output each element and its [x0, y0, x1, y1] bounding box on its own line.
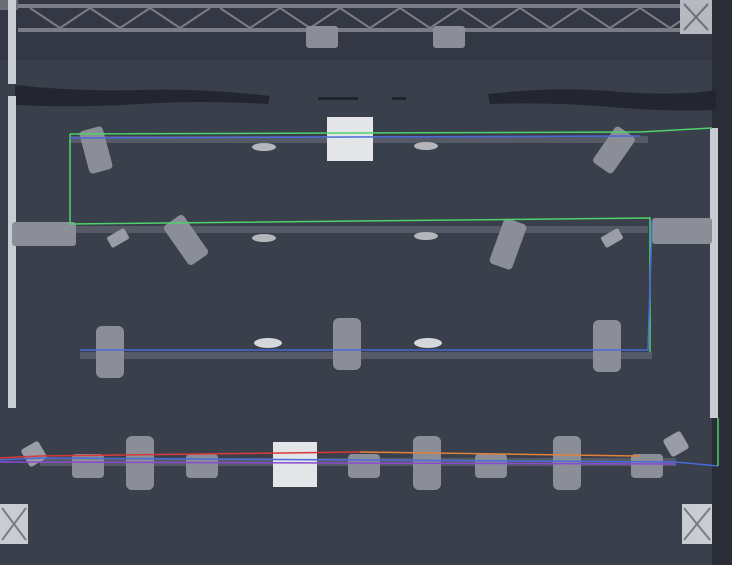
spotlight-icon[interactable]: [592, 125, 637, 175]
dimmer-box-icon[interactable]: [273, 442, 317, 487]
border-curtain-left: [15, 85, 270, 107]
par-can-icon[interactable]: [72, 454, 104, 478]
electric-3[interactable]: [80, 318, 652, 378]
boom-left[interactable]: [8, 96, 16, 408]
border-curtain-right: [488, 89, 716, 111]
boom-left[interactable]: [8, 0, 16, 84]
spotlight-icon[interactable]: [20, 440, 47, 467]
spotlight-icon[interactable]: [162, 213, 209, 266]
par-can-icon[interactable]: [186, 454, 218, 478]
truss-icon[interactable]: [0, 504, 712, 544]
par-can-icon[interactable]: [252, 234, 276, 242]
par-can-icon[interactable]: [252, 143, 276, 151]
fresnel-icon[interactable]: [593, 320, 621, 372]
fresnel-icon[interactable]: [333, 318, 361, 370]
par-can-icon[interactable]: [414, 232, 438, 240]
par-can-icon[interactable]: [631, 454, 663, 478]
fresnel-icon[interactable]: [96, 326, 124, 378]
curtain-gap-mark: [318, 97, 358, 100]
cable-icon[interactable]: [0, 127, 719, 467]
par-can-icon[interactable]: [348, 454, 380, 478]
par-can-icon[interactable]: [254, 338, 282, 348]
curtain-gap-mark: [392, 97, 406, 100]
dimmer-box-icon[interactable]: [327, 117, 373, 161]
spotlight-icon[interactable]: [600, 228, 623, 248]
boom-right[interactable]: [710, 128, 718, 418]
dimmer-box-icon[interactable]: [433, 26, 465, 48]
spotlight-icon[interactable]: [662, 430, 689, 457]
spotlight-icon[interactable]: [106, 228, 129, 248]
spotlight-icon[interactable]: [489, 217, 528, 270]
dimmer-box-icon[interactable]: [306, 26, 338, 48]
electric-2[interactable]: [12, 213, 712, 270]
par-can-icon[interactable]: [414, 142, 438, 150]
par-can-icon[interactable]: [475, 454, 507, 478]
par-can-icon[interactable]: [414, 338, 442, 348]
